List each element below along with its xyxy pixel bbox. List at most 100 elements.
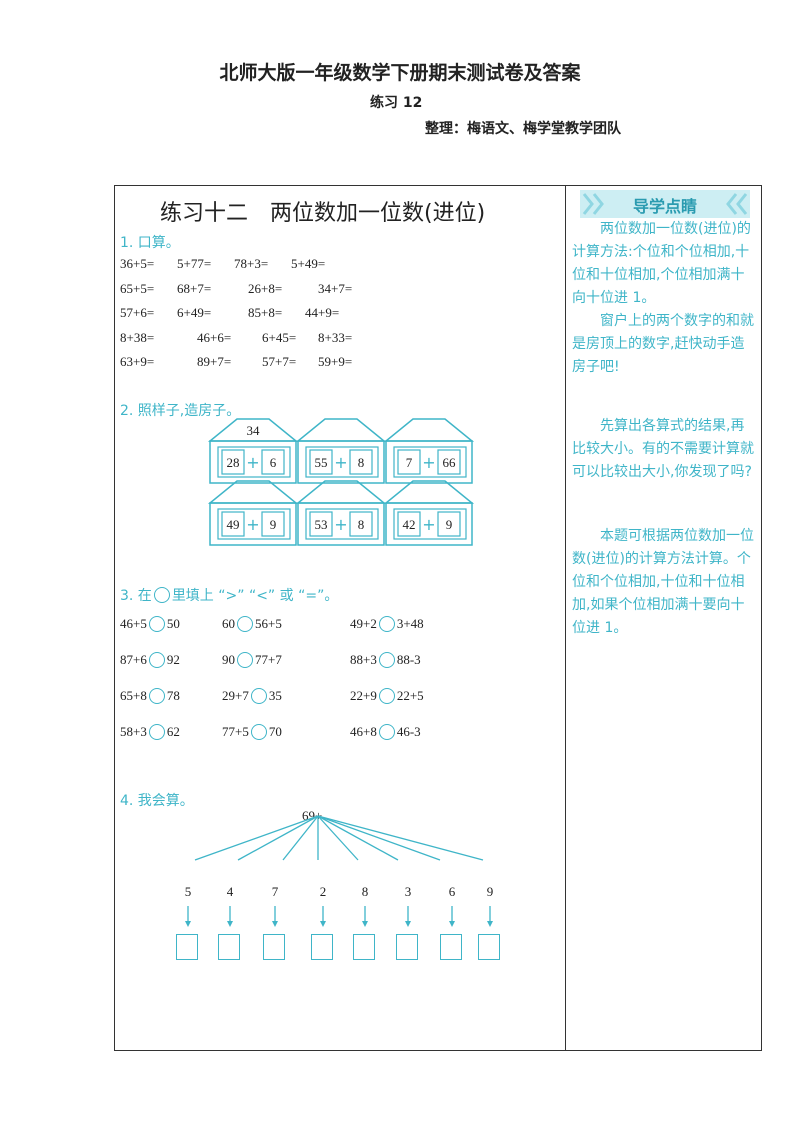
guide-banner xyxy=(580,190,750,218)
number-box xyxy=(261,511,285,537)
number-box xyxy=(397,511,421,537)
plus-sign: + xyxy=(246,453,259,472)
section3-label: 3. 在 里填上 “>” “<” 或 “=”。 xyxy=(120,585,338,605)
compare-right: 70 xyxy=(268,724,282,739)
guide-note-2: 先算出各算式的结果,再比较大小。有的不需要计算就可以比较出大小,你发现了吗? xyxy=(572,418,754,480)
house-number: 55 xyxy=(315,455,328,470)
answer-circle[interactable] xyxy=(378,688,395,704)
arrow-head xyxy=(405,921,411,927)
compare-left: 46+8 xyxy=(350,724,377,739)
compare-left: 65+8 xyxy=(120,688,147,703)
fan-diagram xyxy=(185,815,493,927)
compare-left: 87+6 xyxy=(120,652,147,667)
document-title: 北师大版一年级数学下册期末测试卷及答案 xyxy=(219,62,581,84)
column-divider xyxy=(565,185,566,1051)
roof-number: 34 xyxy=(247,423,261,438)
equation: 36+5= xyxy=(120,256,155,271)
answer-circle[interactable] xyxy=(148,652,165,668)
answer-box[interactable] xyxy=(311,934,333,960)
compare-left: 88+3 xyxy=(350,652,377,667)
house-window xyxy=(393,446,467,478)
answer-circle[interactable] xyxy=(148,616,165,632)
answer-circle[interactable] xyxy=(378,652,395,668)
equation: 26+8= xyxy=(248,280,283,296)
answer-box[interactable] xyxy=(176,934,198,960)
section1-label: 1. 口算。 xyxy=(120,235,180,251)
addend-number: 2 xyxy=(319,884,327,899)
addend-number: 5 xyxy=(184,884,192,899)
answer-circle[interactable] xyxy=(237,616,253,632)
answer-circle[interactable] xyxy=(250,688,267,704)
house-window xyxy=(217,508,291,540)
equation: 68+7= xyxy=(177,280,212,296)
number-box xyxy=(261,449,285,475)
compare-left: 58+3 xyxy=(120,724,147,739)
compare-right: 22+5 xyxy=(396,688,424,703)
number-box xyxy=(309,511,333,537)
equation: 34+7= xyxy=(318,280,353,296)
equation: 89+7= xyxy=(197,354,232,369)
house-number: 66 xyxy=(443,455,457,470)
number-box xyxy=(349,449,373,475)
answer-circle[interactable] xyxy=(148,688,165,704)
plus-sign: + xyxy=(334,515,347,534)
number-box xyxy=(309,449,333,475)
equation: 78+3= xyxy=(234,256,269,271)
answer-circle[interactable] xyxy=(378,724,395,740)
answer-box[interactable] xyxy=(396,934,418,960)
compare-right: 56+5 xyxy=(255,616,282,631)
house-roof xyxy=(207,480,299,504)
answer-circle[interactable] xyxy=(378,616,395,632)
plus-sign: + xyxy=(422,515,435,534)
equation: 63+9= xyxy=(120,354,155,369)
compare-left: 46+5 xyxy=(120,616,147,631)
house-roof xyxy=(383,480,475,504)
equation: 5+77= xyxy=(177,256,212,271)
compare-left: 90 xyxy=(222,652,235,667)
compare-left: 60 xyxy=(222,616,235,631)
addend-number: 6 xyxy=(448,884,456,899)
plus-sign: + xyxy=(246,515,259,534)
house-number: 28 xyxy=(227,455,240,470)
compare-right: 50 xyxy=(166,616,180,631)
house-number: 8 xyxy=(358,455,365,470)
equation: 8+38= xyxy=(120,329,155,345)
answer-box[interactable] xyxy=(263,934,285,960)
answer-box[interactable] xyxy=(478,934,500,960)
answer-circle[interactable] xyxy=(148,724,165,740)
equation: 8+33= xyxy=(318,329,353,345)
house-body xyxy=(385,502,473,546)
house-roof xyxy=(295,480,387,504)
equation: 65+5= xyxy=(120,280,155,296)
compare-left: 29+7 xyxy=(222,688,249,703)
house-number: 9 xyxy=(270,517,277,532)
guide-note-1: 两位数加一位数(进位)的计算方法:个位和个位相加,十位和十位相加,个位相加满十向… xyxy=(572,221,751,306)
exercise-number: 练习 12 xyxy=(370,95,423,111)
answer-box[interactable] xyxy=(218,934,240,960)
house-window xyxy=(305,508,379,540)
answer-box[interactable] xyxy=(353,934,375,960)
compare-left: 49+2 xyxy=(350,616,377,631)
house-number: 42 xyxy=(403,517,416,532)
addend-number: 9 xyxy=(486,884,494,899)
arrow-head xyxy=(227,921,233,927)
house-body xyxy=(297,502,385,546)
answer-box[interactable] xyxy=(440,934,462,960)
section3-label-b: 里填上 “>” “<” 或 “=”。 xyxy=(171,588,339,604)
compare-right: 88-3 xyxy=(396,652,421,667)
compare-item: 46+5 50 xyxy=(120,616,180,632)
fan-line xyxy=(237,815,319,861)
answer-circle[interactable] xyxy=(237,652,253,668)
equation: 85+8= xyxy=(248,305,283,320)
equation: 59+9= xyxy=(318,354,353,369)
answer-circle[interactable] xyxy=(250,724,267,740)
number-box xyxy=(221,511,245,537)
